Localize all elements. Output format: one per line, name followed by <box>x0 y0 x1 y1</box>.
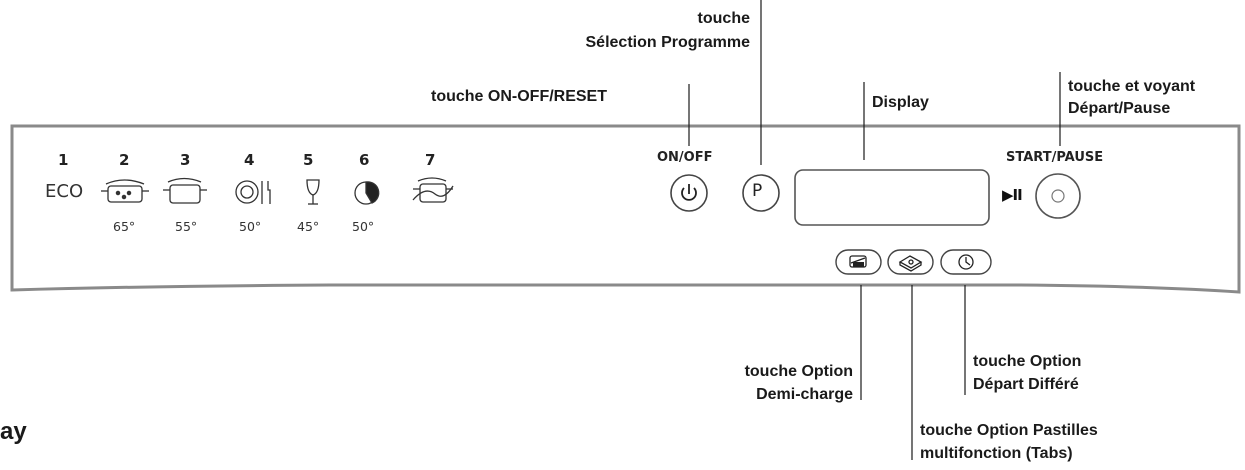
callout-delay-line1: touche Option <box>973 353 1082 370</box>
intensive-pot-icon <box>101 179 149 203</box>
onoff-caption: ON/OFF <box>657 150 713 165</box>
callout-half-load-line1: touche Option <box>744 363 853 380</box>
program-number-7: 7 <box>425 151 436 169</box>
play-pause-icon: ▶II <box>1002 186 1023 204</box>
program-button-label: P <box>752 181 763 201</box>
callout-program-select-line1: touche <box>697 10 750 27</box>
quick-clock-icon <box>354 181 380 205</box>
program-number-2: 2 <box>119 151 130 169</box>
program-number-5: 5 <box>303 151 314 169</box>
prewash-pot-icon <box>412 177 454 203</box>
callout-program-select-line2: Sélection Programme <box>585 34 751 51</box>
onoff-button <box>670 174 708 212</box>
pot-icon <box>163 177 207 204</box>
program-temp-3: 55° <box>175 219 198 234</box>
display-screen <box>794 169 990 226</box>
cropped-heading-fragment: ay <box>0 418 27 445</box>
program-button <box>742 174 780 212</box>
start-pause-caption: START/PAUSE <box>1006 150 1104 165</box>
option-half-load-button <box>835 249 882 275</box>
half-load-icon <box>849 255 867 268</box>
start-pause-indicator-light <box>1051 189 1065 203</box>
eco-label: ECO <box>45 181 84 202</box>
callout-half-load-line2: Demi-charge <box>756 386 853 403</box>
wine-glass-icon <box>306 179 320 205</box>
tabs-icon <box>898 255 923 272</box>
callout-delay-line2: Départ Différé <box>973 376 1079 393</box>
callout-onoff-reset: touche ON-OFF/RESET <box>431 88 607 105</box>
program-temp-5: 45° <box>297 219 320 234</box>
panel-outline <box>10 124 1241 294</box>
start-pause-button <box>1035 173 1081 219</box>
leader-lines <box>688 0 1061 460</box>
callout-start-pause-line2: Départ/Pause <box>1068 100 1171 117</box>
program-temp-6: 50° <box>352 219 375 234</box>
option-tabs-button <box>887 249 934 275</box>
callout-tabs-line2: multifonction (Tabs) <box>920 445 1073 462</box>
program-number-6: 6 <box>359 151 370 169</box>
delay-clock-icon <box>958 254 974 270</box>
plate-cutlery-icon <box>235 180 271 204</box>
callout-start-pause-line1: touche et voyant <box>1068 78 1196 95</box>
option-delay-button <box>940 249 992 275</box>
callout-tabs-line1: touche Option Pastilles <box>920 422 1098 439</box>
program-number-3: 3 <box>180 151 191 169</box>
callout-display: Display <box>872 94 929 111</box>
program-number-4: 4 <box>244 151 255 169</box>
program-temp-4: 50° <box>239 219 262 234</box>
program-number-1: 1 <box>58 151 69 169</box>
power-icon <box>681 184 697 201</box>
program-temp-2: 65° <box>113 219 136 234</box>
